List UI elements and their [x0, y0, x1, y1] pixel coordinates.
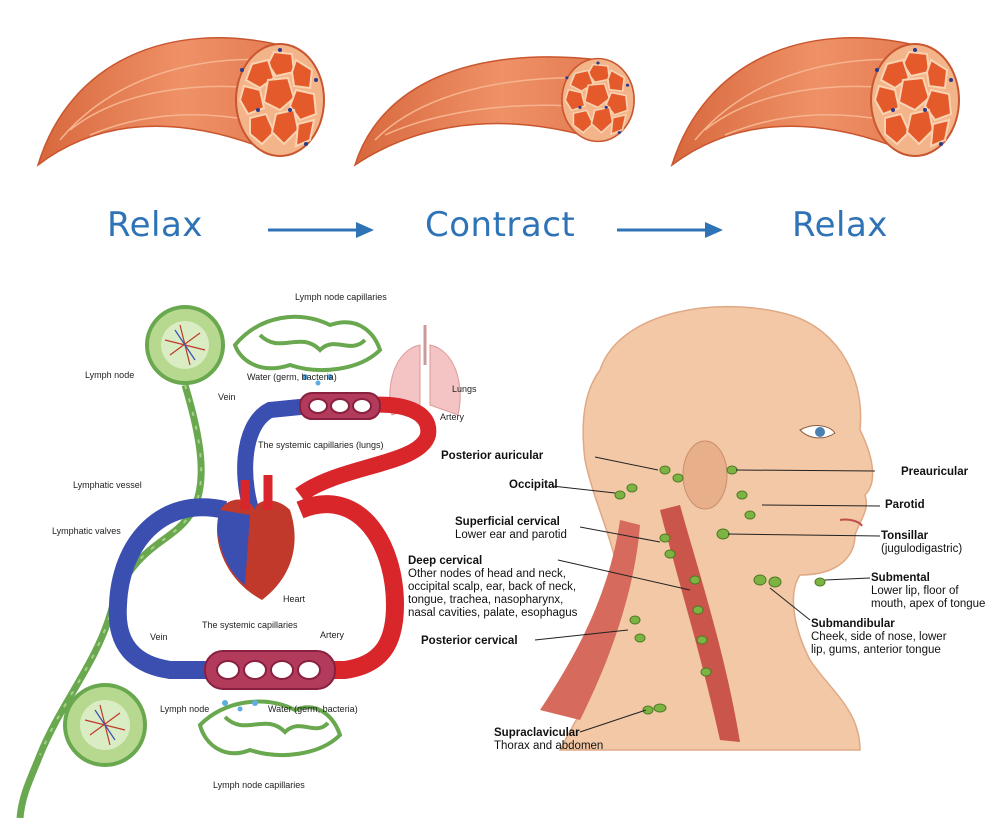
label-lymph-node-capillaries-top: Lymph node capillaries [295, 292, 387, 302]
leader-lines [534, 456, 881, 733]
pulmonary-artery [295, 396, 437, 502]
label-systemic-capillaries-lungs: The systemic capillaries (lungs) [258, 440, 384, 450]
lymph-capillaries-bottom [197, 699, 343, 757]
label-water-bottom: Water (germ, bacteria) [268, 704, 358, 714]
muscle-illustration-row [36, 37, 960, 168]
label-submandibular: Submandibular Cheek, side of nose, lower… [811, 618, 947, 656]
label-submental: Submental Lower lip, floor of mouth, ape… [871, 572, 986, 610]
label-lymph-node-bottom: Lymph node [160, 704, 210, 714]
muscle-contracted [353, 56, 635, 167]
label-lungs: Lungs [452, 384, 477, 394]
head-neck-lymph-node-diagram [534, 305, 881, 751]
label-posterior-cervical: Posterior cervical [421, 635, 518, 647]
water-droplets [222, 374, 333, 712]
systemic-artery [296, 495, 405, 679]
label-occipital: Occipital [509, 479, 558, 491]
label-posterior-auricular: Posterior auricular [441, 450, 544, 462]
label-parotid: Parotid [885, 499, 925, 511]
stage-label-contract: Contract [425, 205, 576, 245]
systemic-capillaries-lungs [299, 392, 381, 420]
lymph-node-top [145, 305, 225, 385]
lymph-node-dots [614, 465, 826, 715]
label-lymph-node-capillaries-bottom: Lymph node capillaries [213, 780, 305, 790]
stage-label-relax-2: Relax [792, 205, 888, 245]
lymph-capillaries-top [232, 314, 383, 372]
label-lymphatic-valves: Lymphatic valves [52, 526, 121, 536]
label-heart: Heart [283, 594, 306, 604]
ear-illustration [682, 440, 728, 510]
sternocleidomastoid-muscle [660, 505, 740, 742]
lymph-node-bottom [63, 683, 147, 767]
lymph-circulation-diagram [16, 305, 461, 818]
arrow-right-icon [268, 222, 374, 238]
label-vein-top: Vein [218, 392, 236, 402]
lungs-illustration [389, 325, 461, 416]
label-vein-bottom: Vein [150, 632, 168, 642]
label-water-top: Water (germ, bacteria) [247, 372, 337, 382]
systemic-capillaries [204, 650, 336, 690]
label-lymphatic-vessel: Lymphatic vessel [73, 480, 142, 490]
systemic-vein [108, 498, 250, 679]
heart-illustration [216, 475, 295, 600]
arrow-right-icon [617, 222, 723, 238]
label-artery-top: Artery [440, 412, 465, 422]
label-artery-bottom: Artery [320, 630, 345, 640]
label-systemic-capillaries: The systemic capillaries [202, 620, 298, 630]
trapezius-muscle [540, 520, 640, 720]
label-preauricular: Preauricular [901, 466, 969, 478]
muscle-relaxed-left [36, 37, 325, 168]
muscle-relaxed-right [670, 37, 960, 168]
label-tonsillar: Tonsillar(jugulodigastric) [881, 530, 963, 555]
label-deep-cervical: Deep cervical Other nodes of head and ne… [408, 555, 578, 619]
stage-label-relax-1: Relax [107, 205, 203, 245]
label-lymph-node-top: Lymph node [85, 370, 135, 380]
